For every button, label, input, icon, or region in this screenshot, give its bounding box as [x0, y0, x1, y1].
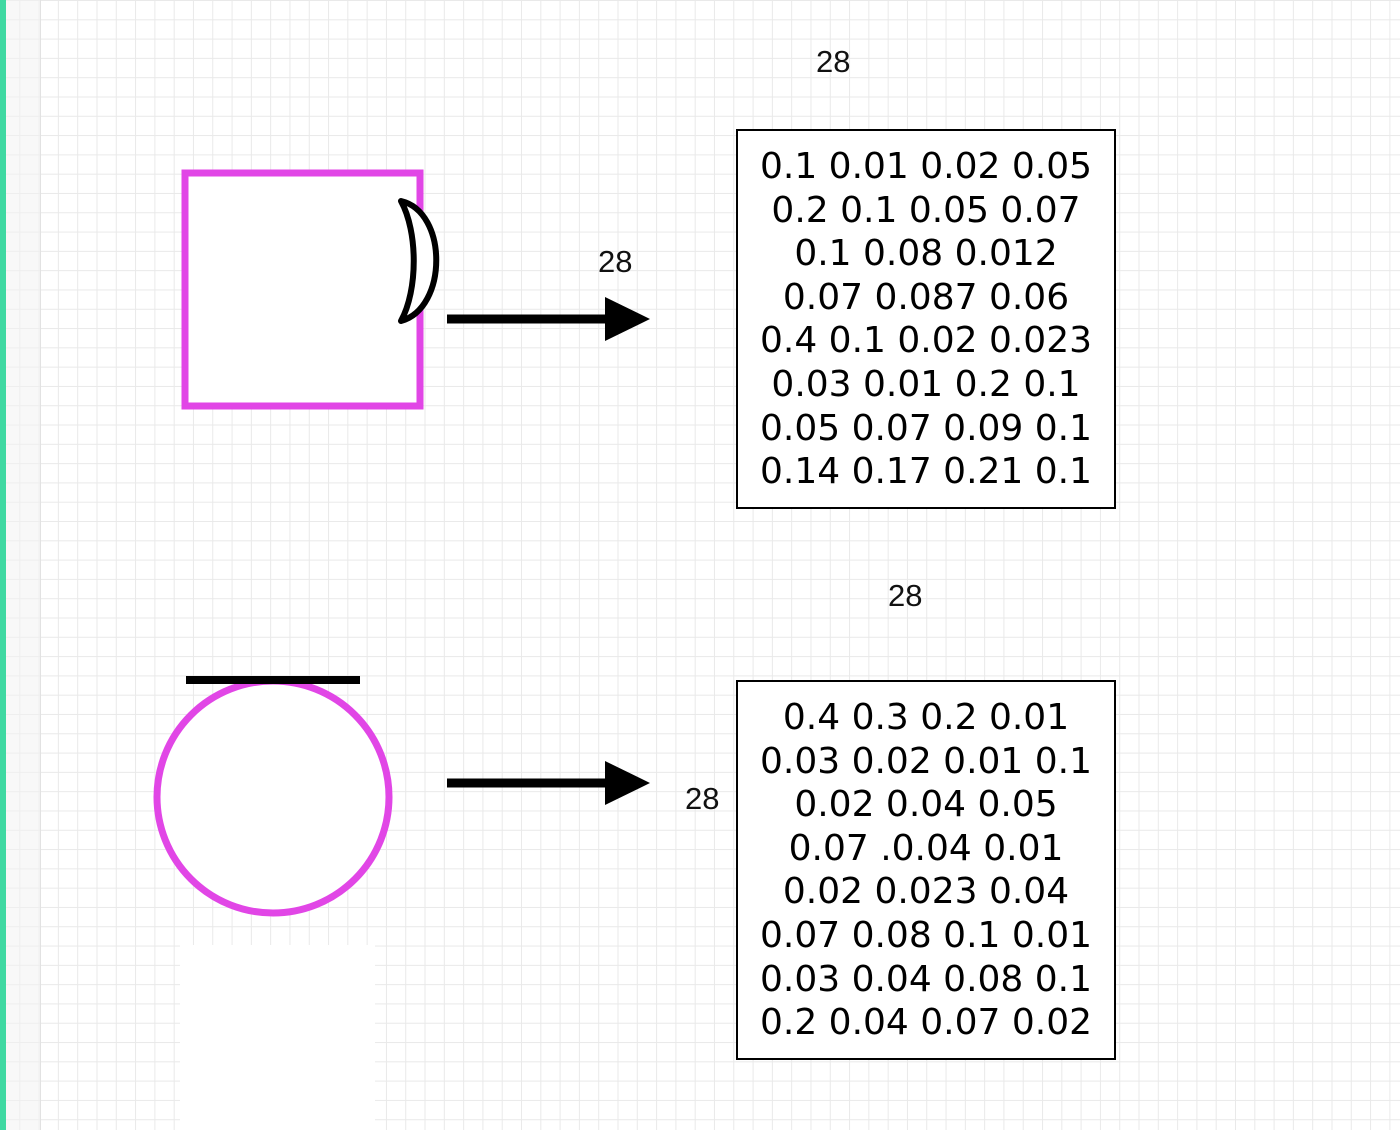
top-matrix-width-label: 28 [816, 44, 851, 79]
matrix-row: 0.4 0.3 0.2 0.01 [782, 697, 1070, 738]
matrix-row: 0.02 0.023 0.04 [782, 871, 1070, 913]
matrix-row: 0.1 0.01 0.02 0.05 [759, 146, 1093, 187]
square-shape[interactable] [181, 169, 424, 410]
crescent-shape[interactable] [398, 198, 440, 324]
blank-canvas-patch [180, 945, 375, 1130]
top-arrow[interactable] [447, 297, 650, 341]
matrix-row: 0.05 0.07 0.09 0.1 [759, 407, 1093, 449]
matrix-row: 0.03 0.01 0.2 0.1 [771, 363, 1081, 405]
circle-shape[interactable] [153, 677, 393, 917]
bottom-matrix-height-label: 28 [685, 781, 720, 816]
matrix-row: 0.07 0.08 0.1 0.01 [759, 914, 1093, 956]
matrix-row: 0.4 0.1 0.02 0.023 [759, 320, 1093, 362]
matrix-row: 0.03 0.04 0.08 0.1 [759, 958, 1093, 1000]
matrix-row: 0.02 0.04 0.05 [794, 784, 1058, 826]
matrix-row: 0.07 0.087 0.06 [782, 276, 1070, 318]
top-matrix-box[interactable]: 0.1 0.01 0.02 0.05 0.2 0.1 0.05 0.07 0.1… [736, 129, 1116, 509]
matrix-row: 0.03 0.02 0.01 0.1 [759, 740, 1093, 782]
canvas-accent-bar [0, 0, 6, 1130]
bottom-matrix-width-label: 28 [888, 578, 923, 613]
matrix-row: 0.07 .0.04 0.01 [788, 827, 1064, 869]
matrix-row: 0.2 0.04 0.07 0.02 [759, 1002, 1093, 1044]
top-arrow-label: 28 [598, 244, 633, 279]
bottom-arrow[interactable] [447, 761, 650, 805]
bottom-matrix-box[interactable]: 0.4 0.3 0.2 0.01 0.03 0.02 0.01 0.1 0.02… [736, 680, 1116, 1060]
matrix-row: 0.1 0.08 0.012 [794, 233, 1058, 275]
canvas-side-panel [6, 0, 41, 1130]
matrix-row: 0.2 0.1 0.05 0.07 [771, 189, 1081, 231]
matrix-row: 0.14 0.17 0.21 0.1 [759, 451, 1093, 493]
